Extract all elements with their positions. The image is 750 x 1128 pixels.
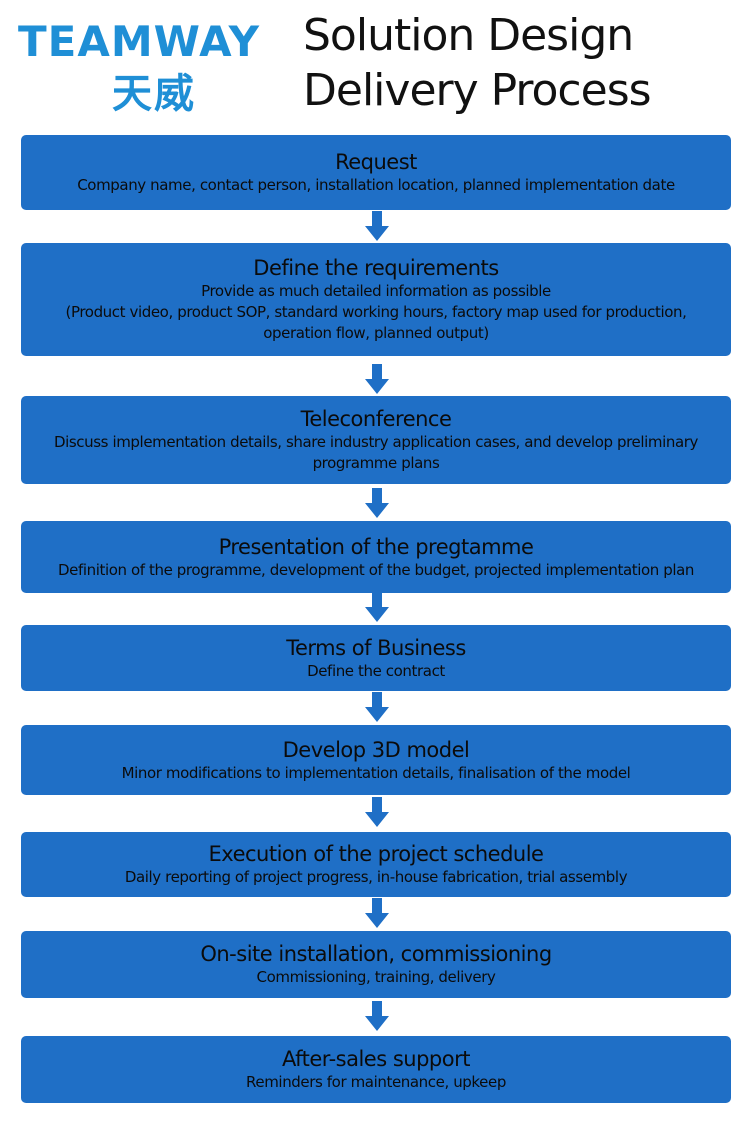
step-title: Develop 3D model	[282, 737, 470, 762]
step-title: Presentation of the pregtamme	[218, 534, 534, 559]
step-terms-of-business: Terms of Business Define the contract	[21, 625, 731, 691]
step-description: Definition of the programme, development…	[57, 560, 695, 579]
down-arrow-icon	[365, 488, 389, 518]
teamway-logo: TEAMWAY 天威	[18, 14, 303, 119]
step-description: Daily reporting of project progress, in-…	[124, 868, 628, 886]
step-after-sales-support: After-sales support Reminders for mainte…	[21, 1036, 731, 1103]
step-onsite-installation: On-site installation, commissioning Comm…	[21, 931, 731, 998]
step-title: On-site installation, commissioning	[200, 942, 552, 966]
step-request: Request Company name, contact person, in…	[21, 135, 731, 210]
down-arrow-icon	[365, 797, 389, 827]
step-title: After-sales support	[282, 1047, 470, 1071]
step-description: Company name, contact person, installati…	[77, 176, 675, 194]
down-arrow-icon	[365, 364, 389, 394]
logo-chinese: 天威	[112, 71, 196, 117]
step-develop-3d-model: Develop 3D model Minor modifications to …	[21, 725, 731, 795]
step-title: Request	[335, 150, 417, 174]
down-arrow-icon	[365, 898, 389, 928]
step-description: Commissioning, training, delivery	[256, 968, 496, 986]
step-description: Provide as much detailed information as …	[65, 282, 687, 342]
step-description: Reminders for maintenance, upkeep	[246, 1073, 506, 1091]
title-line-2: Delivery Process	[303, 65, 652, 116]
step-execution: Execution of the project schedule Daily …	[21, 832, 731, 897]
step-title: Execution of the project schedule	[208, 842, 544, 866]
down-arrow-icon	[365, 211, 389, 241]
step-description: Define the contract	[307, 661, 445, 680]
down-arrow-icon	[365, 1001, 389, 1031]
step-title: Teleconference	[300, 407, 452, 431]
page-title: Solution Design Delivery Process	[303, 8, 743, 118]
step-title: Define the requirements	[253, 256, 499, 280]
header: TEAMWAY 天威 Solution Design Delivery Proc…	[0, 0, 750, 130]
down-arrow-icon	[365, 692, 389, 722]
step-teleconference: Teleconference Discuss implementation de…	[21, 396, 731, 484]
title-line-1: Solution Design	[303, 10, 634, 61]
step-presentation: Presentation of the pregtamme Definition…	[21, 521, 731, 593]
step-title: Terms of Business	[286, 635, 466, 660]
step-description: Discuss implementation details, share in…	[53, 433, 699, 472]
step-description: Minor modifications to implementation de…	[121, 763, 631, 782]
logo-wordmark: TEAMWAY	[18, 17, 260, 66]
step-define-requirements: Define the requirements Provide as much …	[21, 243, 731, 356]
down-arrow-icon	[365, 592, 389, 622]
